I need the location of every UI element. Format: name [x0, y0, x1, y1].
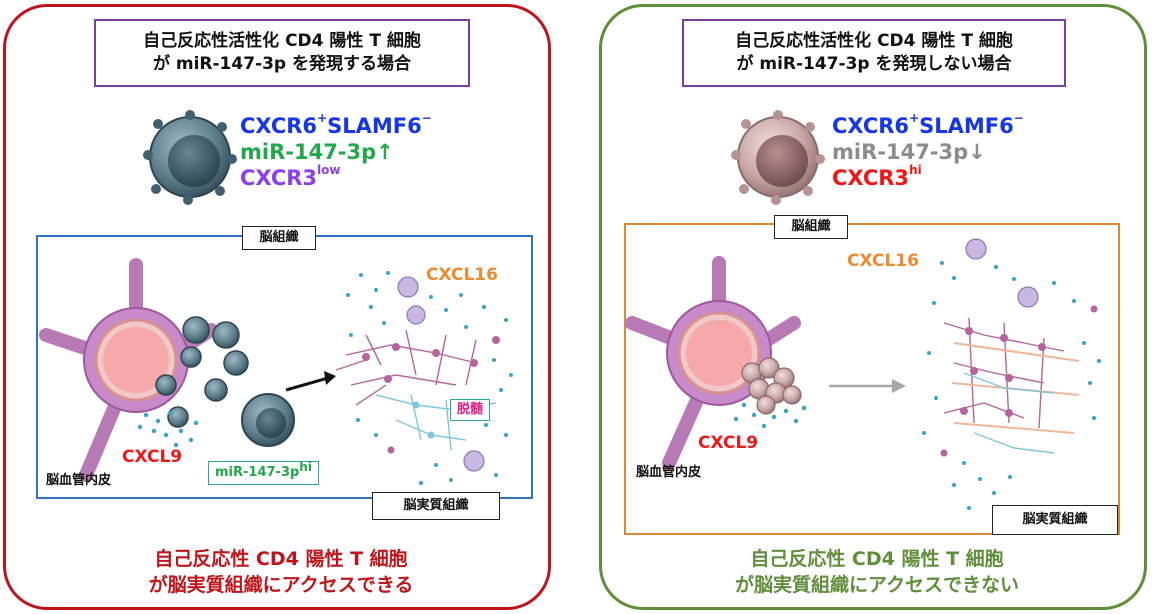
- right-brain-tissue-box: [624, 223, 1120, 535]
- right-title-box: 自己反応性活性化 CD4 陽性 T 細胞 が miR-147-3p を発現しない…: [682, 19, 1066, 87]
- right-title-line1: 自己反応性活性化 CD4 陽性 T 細胞: [735, 31, 1013, 51]
- right-marker-mir147: miR-147-3p↓: [832, 140, 986, 164]
- left-mir-hi-tag: miR-147-3phi: [208, 461, 319, 485]
- left-panel: 自己反応性活性化 CD4 陽性 T 細胞 が miR-147-3p を発現する場…: [3, 4, 551, 610]
- right-panel: 自己反応性活性化 CD4 陽性 T 細胞 が miR-147-3p を発現しない…: [599, 4, 1147, 610]
- left-marker-mir147: miR-147-3p↑: [240, 140, 394, 164]
- left-footer-line1: 自己反応性 CD4 陽性 T 細胞: [154, 548, 408, 570]
- left-endothelium-label: 脳血管内皮: [46, 473, 112, 488]
- left-title-line2: が miR-147-3p を発現する場合: [152, 54, 412, 74]
- left-footer-line2: が脳実質組織にアクセスできる: [148, 574, 414, 596]
- left-marker-cxcr6-slamf6: CXCR6+SLAMF6−: [240, 111, 432, 138]
- right-adhered-t-cells: [741, 357, 802, 415]
- left-t-cell-icon: [143, 110, 237, 205]
- left-footer: 自己反応性 CD4 陽性 T 細胞 が脳実質組織にアクセスできる: [46, 546, 516, 598]
- left-tissue-illustration: [39, 258, 513, 485]
- left-title-box: 自己反応性活性化 CD4 陽性 T 細胞 が miR-147-3p を発現する場…: [94, 19, 470, 87]
- left-cxcl16-label: CXCL16: [426, 265, 498, 285]
- right-brain-tissue-tag: 脳組織: [774, 215, 848, 239]
- right-marker-list: CXCR6+SLAMF6− miR-147-3p↓ CXCR3hi: [832, 111, 1024, 191]
- right-marker-cxcr6-slamf6: CXCR6+SLAMF6−: [832, 111, 1024, 138]
- right-footer-line1: 自己反応性 CD4 陽性 T 細胞: [750, 548, 1004, 570]
- right-t-cell-icon: [731, 110, 825, 205]
- left-demyelination-tag: 脱髄: [450, 399, 491, 421]
- right-cxcl9-label: CXCL9: [698, 433, 759, 453]
- left-title-line1: 自己反応性活性化 CD4 陽性 T 細胞: [143, 31, 421, 51]
- right-parenchyma-tag: 脳実質組織: [992, 505, 1118, 535]
- right-footer-line2: が脳実質組織にアクセスできない: [734, 574, 1020, 596]
- left-marker-list: CXCR6+SLAMF6− miR-147-3p↑ CXCR3low: [240, 111, 432, 191]
- right-footer: 自己反応性 CD4 陽性 T 細胞 が脳実質組織にアクセスできない: [642, 546, 1112, 598]
- right-endothelium-label: 脳血管内皮: [636, 465, 702, 480]
- right-marker-cxcr3: CXCR3hi: [832, 163, 922, 190]
- left-marker-cxcr3: CXCR3low: [240, 163, 341, 190]
- right-cxcl16-label: CXCL16: [847, 251, 919, 271]
- left-brain-tissue-tag: 脳組織: [242, 226, 316, 250]
- right-tissue-illustration: [625, 238, 1101, 510]
- left-migrating-t-cells: [155, 316, 295, 447]
- left-parenchyma-tag: 脳実質組織: [372, 492, 500, 520]
- left-cxcl9-label: CXCL9: [122, 447, 183, 467]
- right-title-line2: が miR-147-3p を発現しない場合: [736, 54, 1012, 74]
